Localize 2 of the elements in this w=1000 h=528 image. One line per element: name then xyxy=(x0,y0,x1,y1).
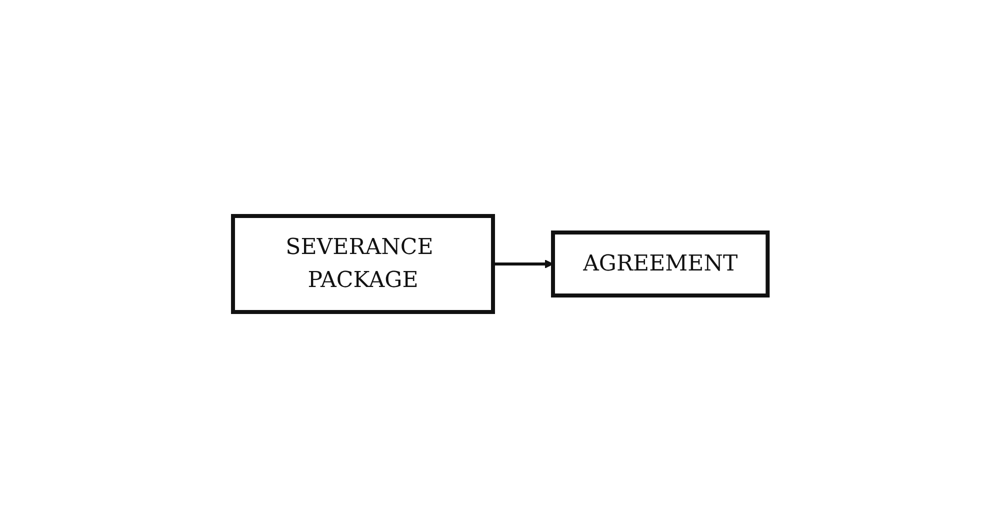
node-box: AGREEMENT xyxy=(550,230,770,298)
node-box: SEVERANCE PACKAGE xyxy=(230,214,495,314)
